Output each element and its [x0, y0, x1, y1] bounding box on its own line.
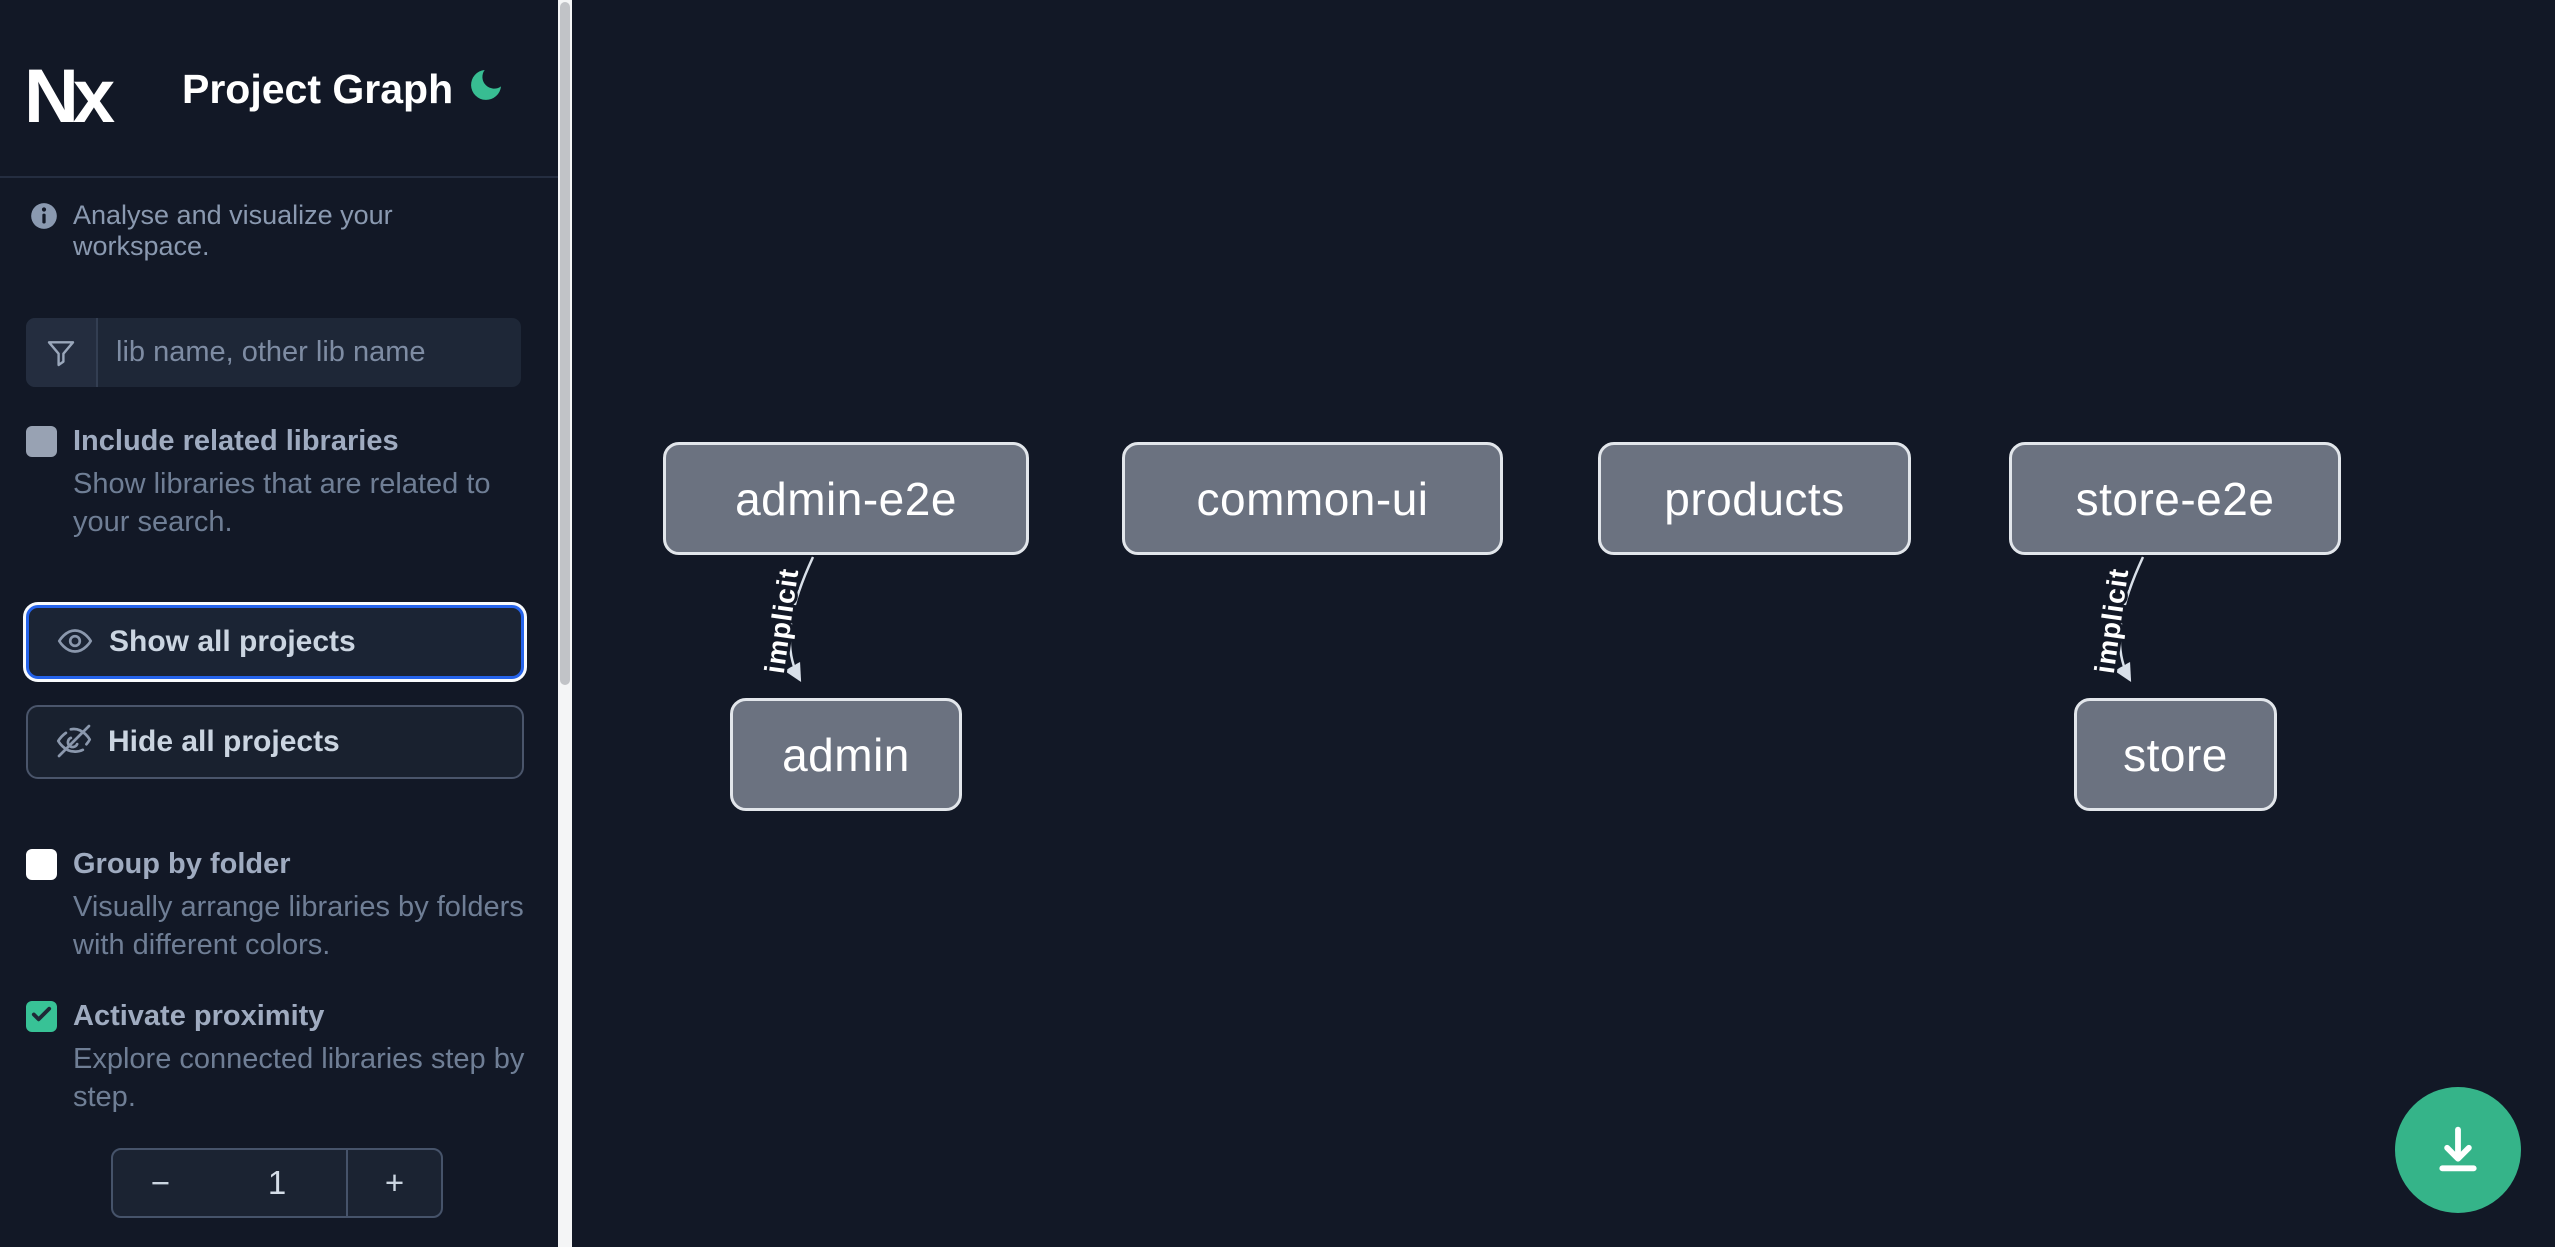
checkmark-icon [30, 1003, 53, 1031]
hide-all-projects-label: Hide all projects [108, 725, 340, 758]
header-divider [0, 176, 558, 178]
filter-icon [26, 318, 98, 387]
include-related-label: Include related libraries [73, 425, 399, 457]
group-by-folder-label: Group by folder [73, 848, 291, 880]
node-admin[interactable]: admin [730, 698, 962, 811]
node-store[interactable]: store [2074, 698, 2277, 811]
moon-icon [466, 69, 506, 108]
node-products[interactable]: products [1598, 442, 1911, 555]
edge-label: implicit [759, 566, 804, 675]
hide-all-projects-button[interactable]: Hide all projects [26, 705, 524, 779]
sidebar-scrollbar-track [558, 0, 572, 1247]
page-title: Project Graph [182, 66, 454, 112]
nx-logo: Nx [24, 54, 115, 139]
include-related-description: Show libraries that are related to your … [73, 468, 491, 538]
stepper-value: 1 [208, 1150, 348, 1216]
activate-proximity-description: Explore connected libraries step by step… [73, 1043, 525, 1113]
node-admin-e2e[interactable]: admin-e2e [663, 442, 1029, 555]
group-by-folder-description: Visually arrange libraries by folders wi… [73, 891, 524, 961]
eye-icon [29, 623, 93, 662]
edge-store-e2e-store [2114, 556, 2145, 682]
info-row: Analyse and visualize your workspace. [30, 200, 530, 262]
graph-edges-layer: implicit implicit [756, 556, 2145, 682]
activate-proximity-checkbox[interactable] [26, 1001, 57, 1032]
stepper-increment-button[interactable]: + [348, 1150, 441, 1216]
sidebar-scrollbar-thumb[interactable] [560, 2, 570, 685]
edge-label: implicit [2089, 566, 2134, 675]
activate-proximity-label: Activate proximity [73, 1000, 325, 1032]
include-related-section: Include related libraries Show libraries… [26, 424, 531, 541]
info-text: Analyse and visualize your workspace. [73, 200, 393, 261]
include-related-checkbox[interactable] [26, 426, 57, 457]
activate-proximity-section: Activate proximity Explore connected lib… [26, 999, 531, 1116]
download-graph-button[interactable] [2395, 1087, 2521, 1213]
stepper-decrement-button[interactable]: − [113, 1150, 208, 1216]
node-common-ui[interactable]: common-ui [1122, 442, 1503, 555]
download-icon [2429, 1120, 2487, 1181]
search-box [26, 318, 521, 387]
node-store-e2e[interactable]: store-e2e [2009, 442, 2341, 555]
info-icon [30, 202, 58, 230]
show-all-projects-button[interactable]: Show all projects [26, 605, 524, 679]
eye-off-icon [28, 723, 92, 762]
group-by-folder-checkbox[interactable] [26, 849, 57, 880]
edge-admin-e2e-admin [784, 556, 815, 682]
theme-toggle-button[interactable] [462, 62, 510, 110]
group-by-folder-section: Group by folder Visually arrange librari… [26, 847, 531, 964]
project-graph-canvas[interactable]: implicit implicit admin-e2e common-ui pr… [572, 0, 2555, 1247]
sidebar: Nx Project Graph Analyse and visualize y… [0, 0, 558, 1247]
proximity-stepper: − 1 + [111, 1148, 443, 1218]
show-all-projects-label: Show all projects [109, 625, 356, 658]
search-input[interactable] [98, 318, 521, 387]
